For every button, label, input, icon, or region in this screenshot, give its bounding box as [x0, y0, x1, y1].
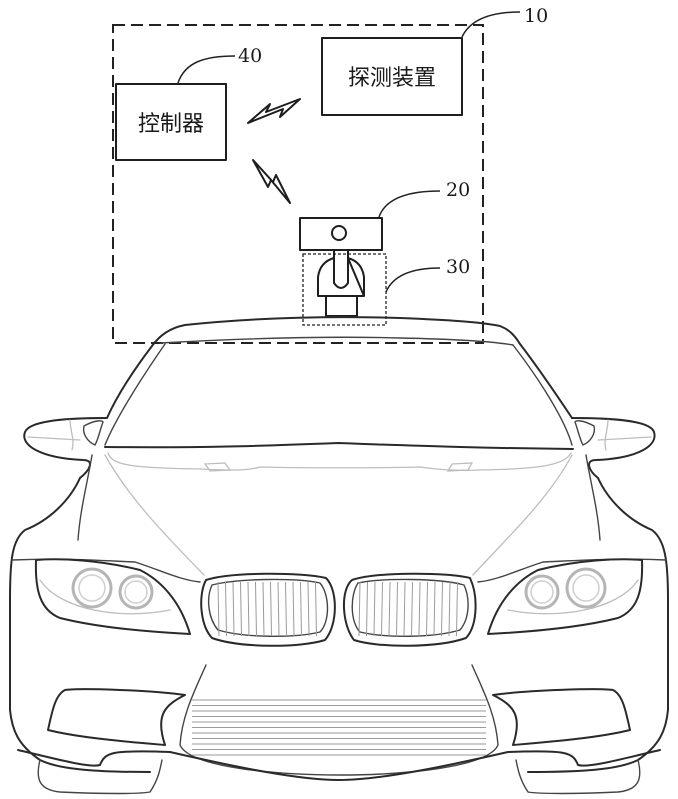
sensor-device — [299, 217, 383, 251]
grille-slat — [247, 581, 250, 637]
leader-line-10 — [461, 11, 521, 38]
grille-slat — [433, 581, 436, 637]
grille-slat — [292, 581, 295, 637]
grille-slat — [315, 581, 317, 637]
grille-slat — [456, 581, 458, 637]
ref-label-10: 10 — [524, 5, 548, 27]
leader-line-20 — [378, 190, 441, 218]
controller-box: 控制器 — [115, 83, 227, 161]
detector-label: 探测装置 — [348, 66, 436, 91]
detector-box: 探测装置 — [321, 37, 463, 116]
grille-slat — [300, 581, 302, 637]
grille-slats-left — [217, 581, 317, 637]
grille-slat — [270, 581, 272, 637]
grille-slat — [366, 581, 368, 637]
grille-slat — [418, 581, 421, 637]
ref-label-20: 20 — [446, 179, 470, 201]
grille-slat — [381, 581, 383, 637]
wireless-bolt-icon — [252, 159, 291, 204]
grille-slat — [358, 581, 361, 637]
grille-slat — [255, 581, 257, 637]
grille-slat — [426, 581, 428, 637]
grille-slat — [373, 581, 376, 637]
grille-slat — [403, 581, 406, 637]
grille-slat — [285, 581, 287, 637]
grille-slat — [225, 581, 227, 637]
grille-slats-right — [358, 581, 458, 637]
system-boundary — [112, 24, 484, 344]
grille-slat — [441, 581, 443, 637]
ref-label-30: 30 — [446, 256, 470, 278]
wireless-bolt-icon — [247, 98, 301, 124]
leader-line-30 — [385, 267, 441, 293]
grille-slat — [411, 581, 413, 637]
ref-label-40: 40 — [238, 45, 262, 67]
grille-slat — [240, 581, 242, 637]
grille-slat — [307, 581, 310, 637]
car-illustration — [9, 316, 669, 795]
grille-slat — [277, 581, 280, 637]
mount-assembly — [302, 250, 387, 326]
grille-slat — [262, 581, 265, 637]
grille-slat — [448, 581, 451, 637]
grille-slat — [232, 581, 235, 637]
grille-slat — [388, 581, 391, 637]
lower-intake-slats — [192, 699, 486, 756]
grille-slat — [217, 581, 220, 637]
grille-slat — [396, 581, 398, 637]
controller-label: 控制器 — [138, 112, 204, 137]
leader-line-40 — [177, 55, 236, 84]
